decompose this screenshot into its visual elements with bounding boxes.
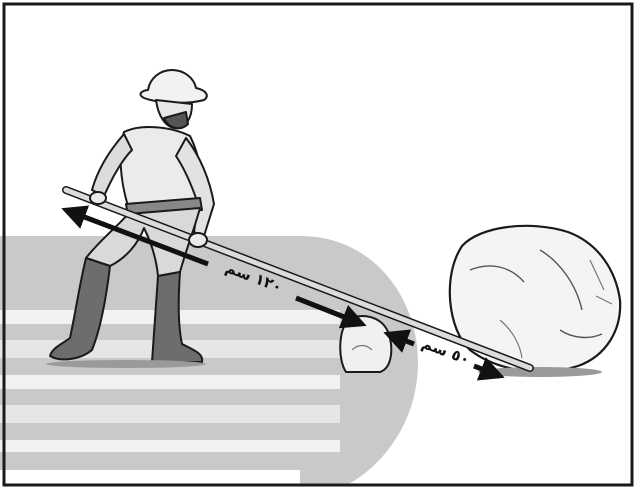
fulcrum-stone (340, 316, 391, 372)
boulder (450, 226, 620, 377)
